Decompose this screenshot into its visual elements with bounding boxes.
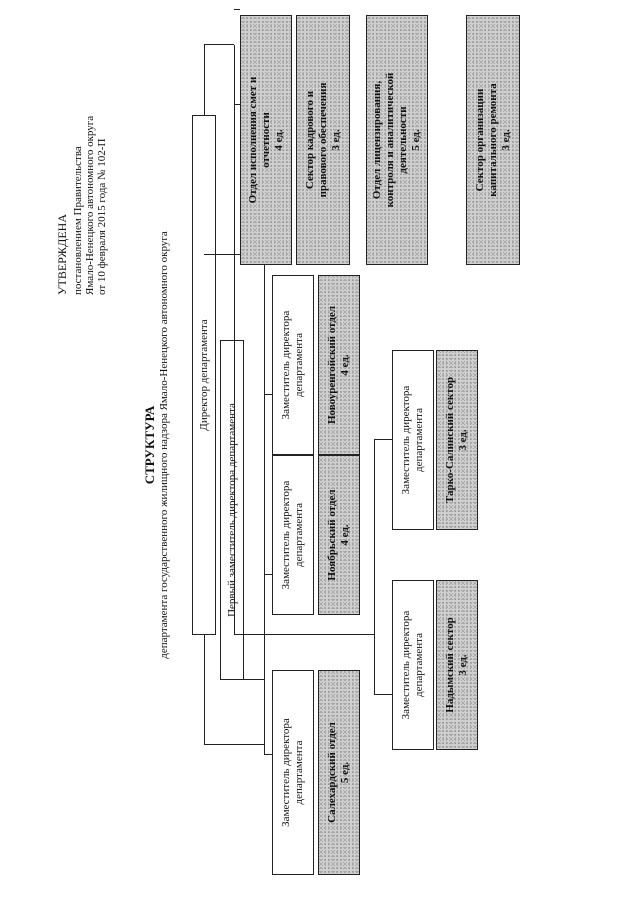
deputy-2-label-1: Заместитель директора — [280, 480, 292, 590]
connector-to-deputy-5 — [374, 440, 375, 635]
deputy-4-label-2: департамента — [413, 633, 425, 697]
tarko-sale-sector-box: Тарко-Салинский сектор 3 ед. — [436, 350, 478, 530]
connector-deputy-5-drop — [374, 439, 392, 440]
salekhard-staff: 5 ед. — [339, 761, 351, 784]
connector-lower-deputies — [234, 634, 374, 635]
novourengoy-staff: 4 ед. — [339, 354, 351, 376]
budget-reporting-department-box: Отдел исполнения смет и отчетности 4 ед. — [240, 15, 292, 265]
deputy-4-label-1: Заместитель директора — [400, 610, 412, 720]
deputy-director-box-4: Заместитель директора департамента — [392, 580, 434, 750]
unit-4-line-3: 3 ед. — [499, 129, 512, 151]
noyabrsk-department-box: Ноябрьский отдел 4 ед. — [318, 455, 360, 615]
tarko-name: Тарко-Салинский сектор — [444, 376, 456, 504]
novourengoy-name: Новоуренгойский отдел — [326, 306, 338, 425]
nadym-name: Надымский сектор — [444, 617, 456, 713]
deputy-1-label-1: Заместитель директора — [280, 718, 292, 827]
unit-1-line-3: 4 ед. — [272, 129, 285, 151]
unit-4-line-2: капитального ремонта — [486, 83, 499, 197]
connector-director-to-units — [204, 45, 205, 115]
noyabrsk-staff: 4 ед. — [339, 524, 351, 546]
deputy-3-label-1: Заместитель директора — [280, 310, 292, 420]
deputy-5-label-2: департамента — [413, 408, 425, 472]
unit-2-line-3: 3 ед. — [329, 129, 342, 151]
tarko-staff: 3 ед. — [457, 429, 469, 451]
unit-3-line-4: 5 ед. — [410, 129, 422, 151]
unit-1-line-1: Отдел исполнения смет и — [246, 76, 259, 204]
connector-first-deputy-down — [244, 679, 264, 680]
page-subtitle: департамента государственного жилищного … — [158, 231, 170, 659]
hr-legal-sector-box: Сектор кадрового и правового обеспечения… — [296, 15, 350, 265]
connector-units-down — [204, 44, 234, 45]
deputy-director-box-5: Заместитель директора департамента — [392, 350, 434, 530]
unit-4-line-1: Сектор организации — [473, 88, 486, 192]
unit-1-line-2: отчетности — [259, 112, 272, 168]
unit-2-line-2: правового обеспечения — [316, 82, 329, 198]
noyabrsk-name: Ноябрьский отдел — [326, 489, 338, 581]
approval-title: УТВЕРЖДЕНА — [55, 213, 69, 295]
connector-units-right-edge — [234, 9, 240, 10]
director-label: Директор департамента — [197, 319, 210, 431]
connector-director-left — [204, 635, 205, 745]
deputy-director-box-2: Заместитель директора департамента — [272, 455, 314, 615]
unit-3-line-3: деятельности — [397, 106, 409, 174]
capital-repair-sector-box: Сектор организации капитального ремонта … — [466, 15, 520, 265]
nadym-staff: 3 ед. — [457, 654, 469, 676]
connector-deputy-4-drop — [374, 694, 392, 695]
approval-line-1: постановлением Правительства — [72, 146, 84, 295]
first-deputy-box: Первый заместитель директора департамент… — [220, 340, 244, 680]
novourengoy-department-box: Новоуренгойский отдел 4 ед. — [318, 275, 360, 455]
unit-3-line-1: Отдел лицензирования, — [371, 80, 383, 200]
licensing-control-department-box: Отдел лицензирования, контроля и аналити… — [366, 15, 428, 265]
page-title: СТРУКТУРА — [142, 405, 157, 485]
connector-deputies-bus — [264, 255, 265, 755]
connector-units-bus — [234, 45, 235, 635]
salekhard-department-box: Салехардский отдел 5 ед. — [318, 670, 360, 875]
deputy-2-label-2: департамента — [293, 503, 305, 567]
director-box: Директор департамента — [192, 115, 216, 635]
approval-line-3: от 10 февраля 2015 года № 102-П — [96, 138, 108, 295]
deputy-1-label-2: департамента — [293, 740, 305, 805]
salekhard-name: Салехардский отдел — [326, 722, 338, 823]
connector-to-deputy-1 — [264, 754, 272, 755]
deputy-3-label-2: департамента — [293, 333, 305, 397]
unit-3-line-2: контроля и аналитической — [384, 72, 396, 208]
connector-to-deputy-3 — [264, 394, 272, 395]
connector-director-down — [204, 744, 264, 745]
connector-to-deputy-2 — [264, 574, 272, 575]
nadym-sector-box: Надымский сектор 3 ед. — [436, 580, 478, 750]
deputy-5-label-1: Заместитель директора — [400, 385, 412, 495]
deputy-director-box-1: Заместитель директора департамента — [272, 670, 314, 875]
connector-to-deputy-4 — [374, 635, 375, 695]
deputy-director-box-3: Заместитель директора департамента — [272, 275, 314, 455]
approval-line-2: Ямало-Ненецкого автономного округа — [84, 115, 96, 295]
unit-2-line-1: Сектор кадрового и — [303, 90, 316, 190]
first-deputy-label: Первый заместитель директора департамент… — [225, 403, 238, 617]
